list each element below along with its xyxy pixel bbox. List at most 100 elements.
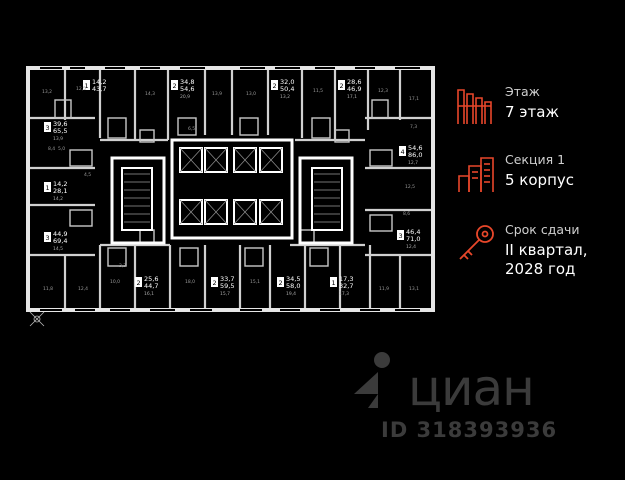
room-area: 6,5 [188, 126, 195, 132]
svg-text:50,4: 50,4 [280, 85, 294, 93]
svg-text:17,3: 17,3 [339, 275, 353, 283]
svg-text:17,1: 17,1 [347, 94, 357, 100]
svg-text:44,7: 44,7 [144, 282, 158, 290]
svg-text:28,1: 28,1 [53, 187, 67, 195]
watermark-brand: циан [408, 359, 535, 417]
room-area: 10,0 [110, 279, 120, 285]
apartment-badge[interactable]: 3 44,969,4 14,5 [44, 230, 67, 252]
svg-text:2: 2 [213, 279, 217, 287]
svg-text:46,4: 46,4 [406, 228, 420, 236]
apartment-badge[interactable]: 2 25,644,7 16,1 [135, 275, 158, 297]
deadline-year: 2028 год [505, 260, 576, 278]
compass-icon [29, 311, 45, 327]
floor-label: Этаж [505, 84, 540, 99]
room-area: 12,5 [76, 86, 86, 92]
building-floor-icon [457, 89, 492, 124]
svg-text:43,7: 43,7 [92, 85, 106, 93]
svg-text:15,7: 15,7 [220, 291, 230, 297]
svg-text:34,5: 34,5 [286, 275, 300, 283]
svg-text:65,5: 65,5 [53, 127, 67, 135]
svg-text:3: 3 [46, 124, 50, 132]
watermark-id: ID 318393936 [381, 418, 558, 442]
svg-text:54,6: 54,6 [180, 85, 194, 93]
svg-text:44,9: 44,9 [53, 230, 67, 238]
apartment-badge[interactable]: 1 14,243,7 [83, 78, 106, 93]
apartment-badge[interactable]: 2 28,646,9 17,1 [338, 78, 361, 100]
svg-text:16,1: 16,1 [144, 291, 154, 297]
apartment-badge[interactable]: 2 34,558,0 19,4 [277, 275, 300, 297]
floor-value: 7 этаж [505, 103, 559, 121]
svg-text:12,7: 12,7 [408, 160, 418, 166]
svg-text:28,6: 28,6 [347, 78, 361, 86]
building-outline [26, 66, 435, 312]
room-area: 8,6 [403, 211, 410, 217]
section-label: Секция 1 [505, 152, 566, 167]
svg-text:33,7: 33,7 [220, 275, 234, 283]
svg-text:1: 1 [332, 279, 336, 287]
room-area: 15,1 [250, 279, 260, 285]
svg-text:20,9: 20,9 [180, 94, 190, 100]
svg-text:58,0: 58,0 [286, 282, 300, 290]
svg-text:34,8: 34,8 [180, 78, 194, 86]
svg-text:1: 1 [46, 184, 50, 192]
room-area: 17,1 [409, 96, 419, 102]
svg-text:59,5: 59,5 [220, 282, 234, 290]
floor-info: Этаж 7 этаж [455, 84, 559, 126]
deadline-info: Срок сдачи II квартал, 2028 год [455, 222, 588, 279]
room-area: 13,9 [212, 91, 222, 97]
cian-logo-icon [354, 352, 390, 408]
deadline-label: Срок сдачи [505, 222, 580, 237]
svg-text:2: 2 [273, 82, 277, 90]
svg-text:46,9: 46,9 [347, 85, 361, 93]
deadline-quarter: II квартал, [505, 241, 588, 259]
svg-text:25,6: 25,6 [144, 275, 158, 283]
svg-text:3: 3 [399, 232, 403, 240]
room-area: 13,0 [246, 91, 256, 97]
svg-text:3: 3 [46, 234, 50, 242]
room-area: 13,1 [409, 286, 419, 292]
apartment-badge[interactable]: 3 39,665,5 13,9 [44, 120, 67, 142]
room-area: 11,8 [43, 286, 53, 292]
apartment-badge[interactable]: 2 32,050,4 13,2 [271, 78, 294, 100]
svg-text:13,2: 13,2 [280, 94, 290, 100]
room-area: 11,9 [379, 286, 389, 292]
room-area: 3,3 [119, 263, 126, 269]
room-area: 14,3 [145, 91, 155, 97]
svg-text:12,4: 12,4 [406, 244, 416, 250]
svg-text:14,5: 14,5 [53, 246, 63, 252]
section-info: Секция 1 5 корпус [455, 152, 574, 194]
svg-text:19,4: 19,4 [286, 291, 296, 297]
floor-plan: 3 39,665,5 13,9 1 14,243,7 2 34,854,6 20… [26, 66, 435, 327]
room-area: 4,5 [84, 172, 91, 178]
svg-text:17,3: 17,3 [339, 291, 349, 297]
svg-text:14,2: 14,2 [53, 196, 63, 202]
svg-text:2: 2 [279, 279, 283, 287]
apartment-badge[interactable]: 2 33,759,5 15,7 [211, 275, 234, 297]
room-area: 12,4 [78, 286, 88, 292]
svg-text:71,0: 71,0 [406, 235, 420, 243]
svg-text:32,7: 32,7 [339, 282, 353, 290]
deadline-value: II квартал, 2028 год [505, 241, 588, 279]
room-area: 8,4 [48, 146, 55, 152]
room-area: 11,5 [313, 88, 323, 94]
svg-text:1: 1 [85, 82, 89, 90]
svg-text:14,2: 14,2 [53, 180, 67, 188]
apartment-badge[interactable]: 3 46,471,0 12,4 [397, 228, 420, 250]
svg-text:2: 2 [340, 82, 344, 90]
svg-text:54,6: 54,6 [408, 144, 422, 152]
svg-text:13,9: 13,9 [53, 136, 63, 142]
key-icon [459, 225, 494, 260]
apartment-badge[interactable]: 1 14,228,1 14,2 [44, 180, 67, 202]
apartment-badge[interactable]: 4 54,686,0 12,7 [399, 144, 422, 166]
room-area: 12,3 [378, 88, 388, 94]
room-area: 18,0 [185, 279, 195, 285]
section-value: 5 корпус [505, 171, 575, 189]
apartment-badge[interactable]: 2 34,854,6 20,9 [171, 78, 194, 100]
svg-text:32,0: 32,0 [280, 78, 294, 86]
svg-text:2: 2 [173, 82, 177, 90]
svg-text:39,6: 39,6 [53, 120, 67, 128]
svg-text:14,2: 14,2 [92, 78, 106, 86]
svg-text:86,0: 86,0 [408, 151, 422, 159]
apartment-badge[interactable]: 1 17,332,7 17,3 [330, 275, 353, 297]
room-area: 7,3 [410, 124, 417, 130]
